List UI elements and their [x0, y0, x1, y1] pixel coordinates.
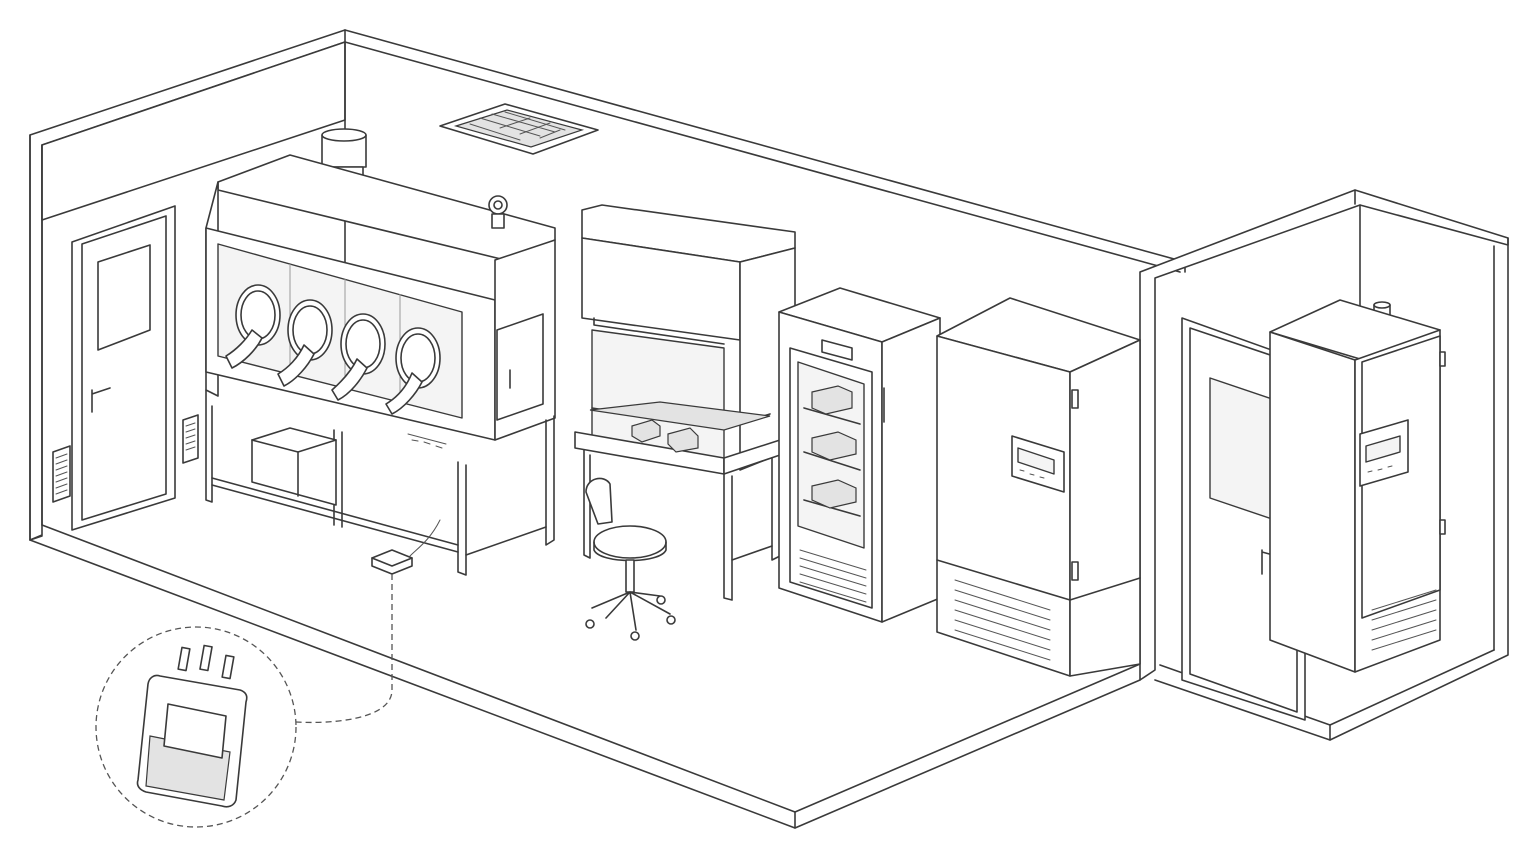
blood-bag-callout [95, 574, 393, 828]
entry-door [52, 205, 199, 531]
storage-freezer [936, 297, 1141, 677]
foot-pedal [371, 519, 441, 575]
glass-door-refrigerator [778, 287, 941, 623]
ultra-low-freezer [1269, 299, 1446, 673]
glovebox-isolator [205, 128, 556, 576]
ceiling-vent-icon [439, 103, 599, 155]
room-walls [29, 29, 1509, 829]
blood-bag-icon [136, 644, 248, 808]
lab-stool [585, 477, 676, 641]
